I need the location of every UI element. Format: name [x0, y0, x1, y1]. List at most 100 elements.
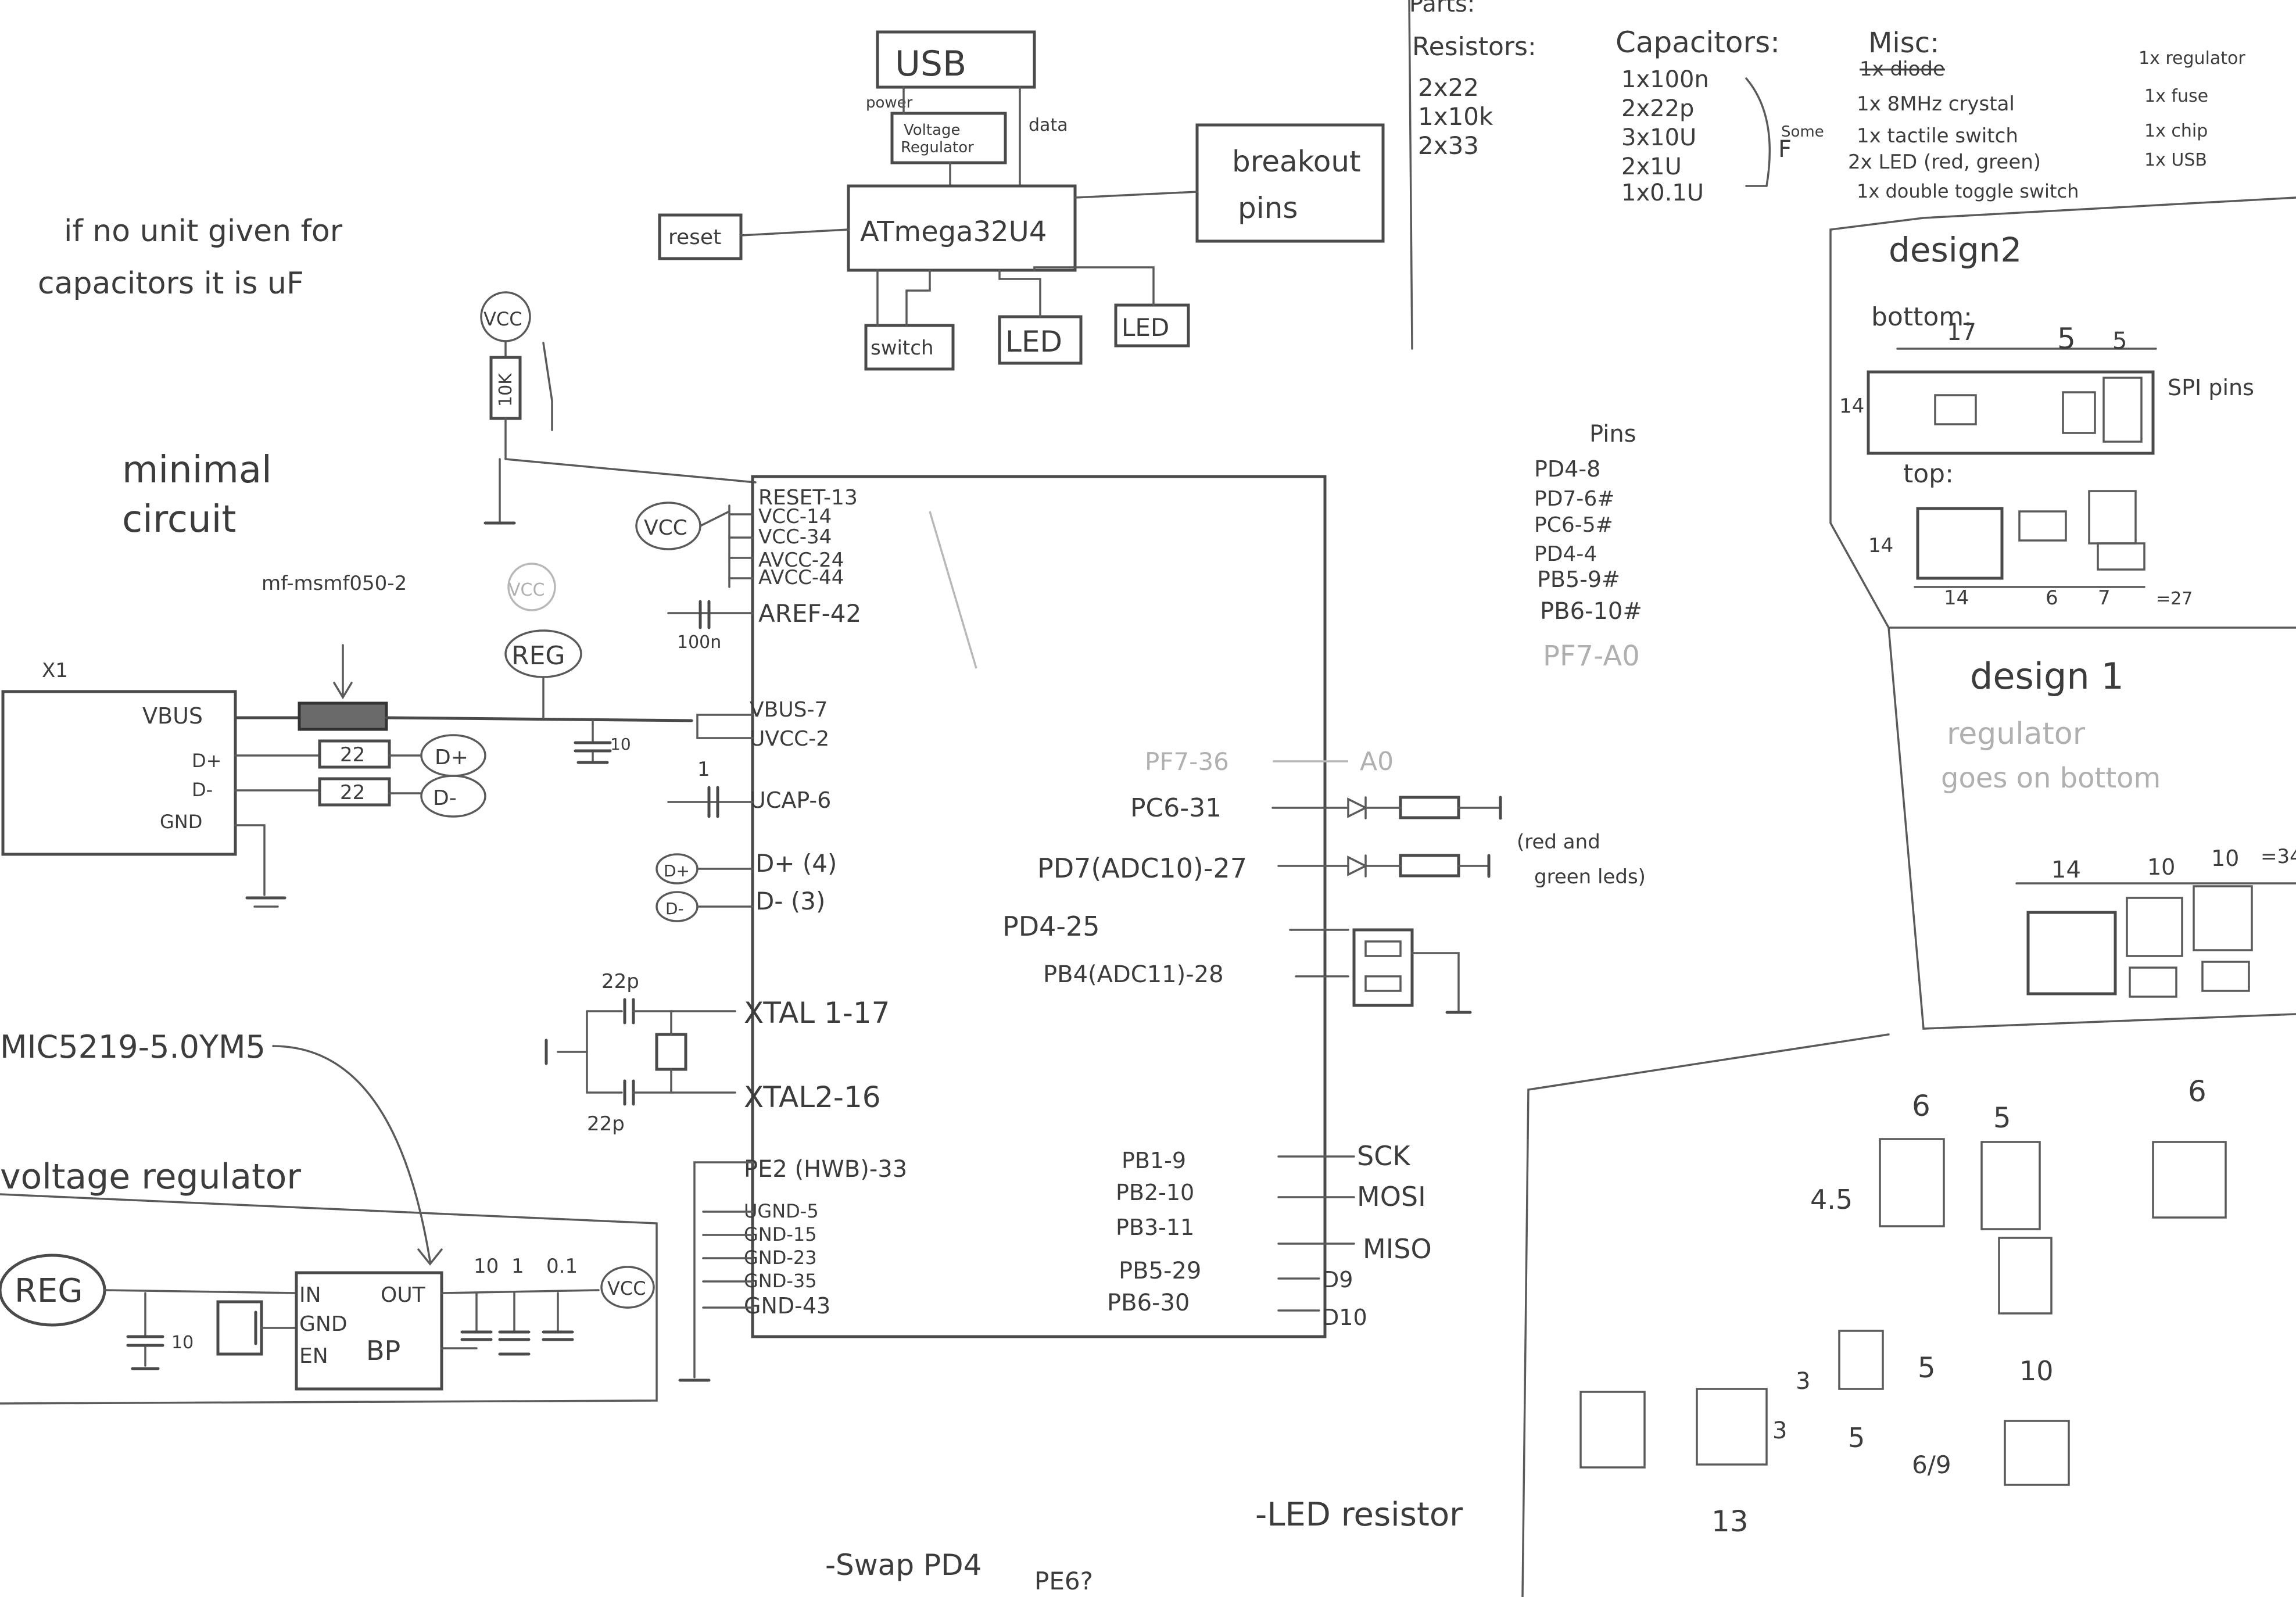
low-dim-5: 5 — [1993, 1102, 2011, 1134]
pins-header: Pins — [1589, 421, 1636, 447]
pins-row-6: PB6-10# — [1540, 598, 1642, 625]
notes: if no unit given for capacitors it is uF… — [0, 214, 1463, 1595]
parts-title: Parts: — [1409, 0, 1475, 17]
resistor-item-2: 1x10k — [1418, 102, 1493, 131]
misc-right-4: 1x USB — [2144, 150, 2207, 170]
low-dim-45: 4.5 — [1810, 1184, 1853, 1215]
design1-chip — [2026, 911, 2117, 996]
led-resistor-1 — [1399, 796, 1460, 819]
pin-ugnd: UGND-5 — [744, 1200, 819, 1222]
resistor-10k-label: 10K — [496, 373, 516, 407]
minimal-circuit-2: circuit — [122, 498, 237, 541]
led2-block — [1114, 303, 1190, 348]
regulator-block — [890, 112, 1007, 164]
misc-item-4: 2x LED (red, green) — [1848, 151, 2041, 174]
data-label: data — [1029, 115, 1068, 135]
cap-10-vbus: 10 — [610, 735, 631, 754]
vcc-symbol-reg: VCC — [607, 1277, 646, 1299]
brace-note-2: F — [1778, 136, 1792, 163]
design1-note-2: goes on bottom — [1941, 762, 2161, 794]
brace-note-1: Some — [1781, 123, 1824, 141]
d2-dim-17: 17 — [1947, 319, 1976, 346]
fuse-part-number: mf-msmf050-2 — [262, 572, 407, 595]
reg-pin-in: IN — [299, 1283, 321, 1307]
pin-aref: AREF-42 — [758, 599, 861, 628]
low-dim-5c: 5 — [1918, 1352, 1936, 1384]
usb-connector-body — [1, 690, 237, 856]
reg-symbol-top: REG — [511, 641, 565, 671]
pin-pf7: PF7-36 — [1145, 747, 1229, 776]
pin-xtal1: XTAL 1-17 — [744, 996, 890, 1030]
usb-block — [876, 30, 1036, 89]
pin-dminus: D- (3) — [755, 887, 825, 915]
bottom-note-2: -Swap PD4 — [825, 1548, 982, 1582]
voltage-regulator: REG 10 IN GND EN OUT BP 10 1 0.1 VCC — [0, 1045, 658, 1405]
crystal — [655, 1033, 687, 1071]
d2-dim-total: =27 — [2156, 589, 2193, 609]
net-dminus: D- — [433, 786, 457, 810]
label-mosi: MOSI — [1357, 1181, 1426, 1212]
vcc-symbol-reset: VCC — [483, 308, 522, 330]
pin-pb2: PB2-10 — [1116, 1180, 1194, 1205]
label-miso: MISO — [1363, 1233, 1432, 1265]
low-dim-69: 6/9 — [1912, 1451, 1951, 1479]
pin-pe2: PE2 (HWB)-33 — [744, 1156, 907, 1183]
design1-note-1: regulator — [1947, 717, 2086, 751]
footprint-switch-b — [1998, 1237, 2053, 1315]
net-dplus: D+ — [435, 746, 468, 769]
mcu-block — [847, 184, 1077, 272]
breakout-label-1: breakout — [1232, 145, 1361, 178]
lower-sketches: 6 5 6 4.5 3 3 13 5 5 10 6/9 — [1521, 1033, 2227, 1597]
regulator-part-number: MIC5219-5.0YM5 — [0, 1029, 266, 1065]
unit-note-1: if no unit given for — [64, 214, 343, 249]
resistor-22-dplus — [318, 739, 391, 769]
led1-label: LED — [1005, 325, 1062, 359]
bottom-note-1: -LED resistor — [1255, 1496, 1463, 1534]
pin-pb4: PB4(ADC11)-28 — [1043, 961, 1224, 988]
pins-row-3: PC6-5# — [1534, 513, 1613, 537]
switch-label: switch — [871, 336, 934, 360]
design2-title: design2 — [1889, 230, 2022, 270]
footprint-header — [2152, 1141, 2227, 1219]
low-dim-3b: 3 — [1772, 1417, 1787, 1444]
misc-right-3: 1x chip — [2144, 121, 2208, 141]
capacitors-header: Capacitors: — [1616, 26, 1780, 59]
regulator-label-1: Voltage — [904, 121, 961, 139]
mcu-left-connections: VCC 100n 1 D+ D- 22p 22p — [545, 502, 754, 1382]
regulator-ic — [295, 1271, 443, 1391]
design2-top-label: top: — [1903, 459, 1954, 489]
misc-item-1: 1x diode — [1860, 58, 1945, 81]
power-label: power — [866, 94, 913, 112]
capacitor-item-5: 1x0.1U — [1621, 180, 1704, 206]
fuse — [298, 701, 388, 731]
design2-bottom-label: bottom: — [1871, 302, 1972, 332]
low-dim-6a: 6 — [1912, 1089, 1930, 1123]
led-note-1: (red and — [1517, 830, 1600, 854]
reg-cap-out-10: 10 — [474, 1255, 499, 1278]
d1-dim-10a: 10 — [2147, 854, 2175, 880]
label-a0: A0 — [1360, 747, 1394, 776]
led-note-2: green leds) — [1534, 865, 1646, 889]
capacitor-item-3: 3x10U — [1621, 124, 1696, 151]
low-dim-10: 10 — [2019, 1355, 2054, 1387]
capacitor-item-1: 1x100n — [1621, 66, 1709, 93]
reg-cap-out-1: 1 — [511, 1255, 524, 1278]
usb-connector: X1 VBUS D+ D- GND VCC REG 10 22 D+ 22 D- — [1, 563, 693, 908]
reg-cap-out-01: 0.1 — [546, 1255, 578, 1278]
cap-1-ucap: 1 — [697, 758, 710, 781]
pin-pb6: PB6-30 — [1107, 1290, 1190, 1316]
pin-gnd43: GND-43 — [744, 1293, 830, 1319]
low-dim-3a: 3 — [1796, 1368, 1810, 1395]
pin-gnd35: GND-35 — [744, 1270, 817, 1292]
d2-dim-6: 6 — [2046, 586, 2058, 610]
d2-dim-5a: 5 — [2057, 322, 2076, 356]
capacitor-item-4: 2x1U — [1621, 153, 1682, 180]
vcc-ghost: VCC — [508, 580, 545, 600]
low-dim-5b: 5 — [1848, 1422, 1865, 1453]
usb-pin-gnd: GND — [160, 811, 202, 833]
pin-avcc24: AVCC-24 — [758, 549, 844, 572]
pin-pb5: PB5-29 — [1119, 1258, 1201, 1284]
switch-block — [864, 324, 955, 371]
pin-pb1: PB1-9 — [1122, 1148, 1186, 1173]
